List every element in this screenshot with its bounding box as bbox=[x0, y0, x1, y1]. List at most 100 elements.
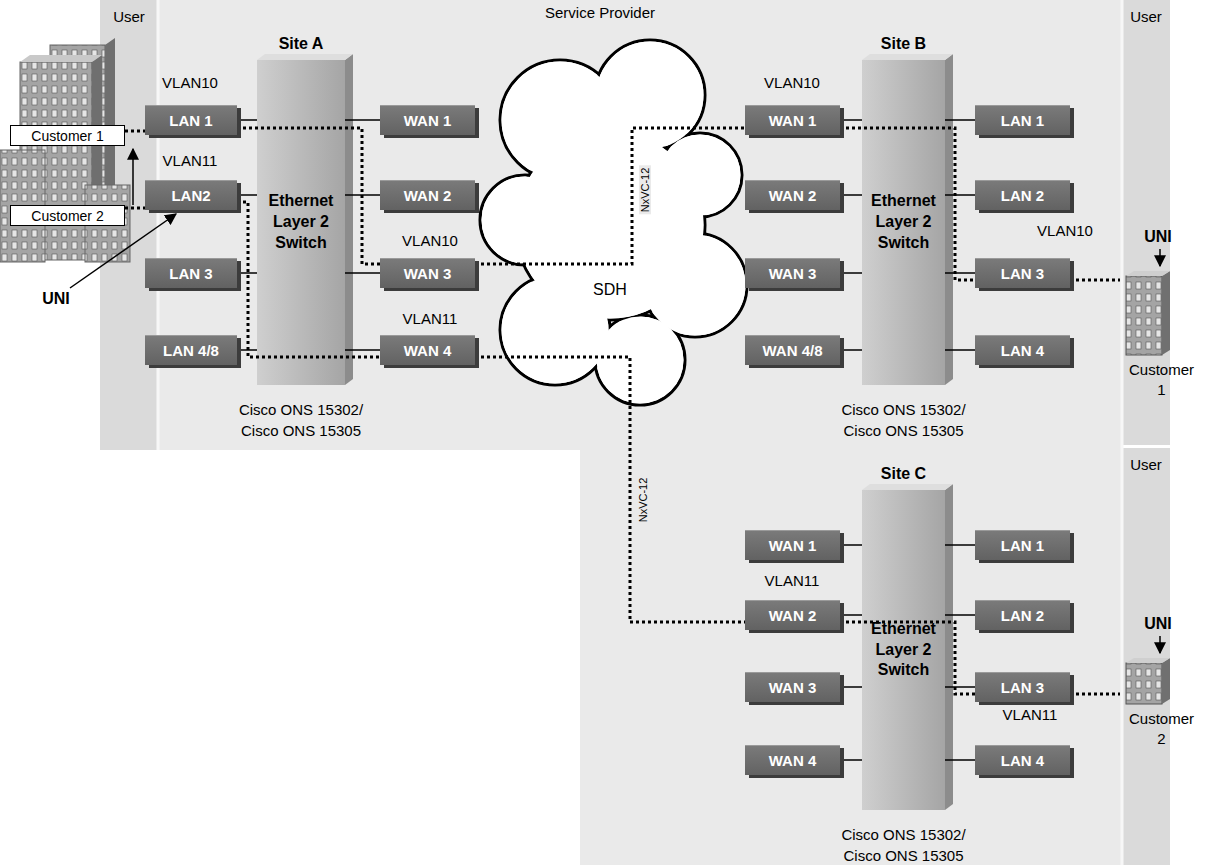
port-link bbox=[945, 544, 975, 546]
port-box: LAN2 bbox=[145, 180, 237, 210]
port-box: WAN 4 bbox=[745, 745, 840, 775]
vlan-label: VLAN11 bbox=[1003, 706, 1058, 723]
port-label: WAN 4/8 bbox=[762, 342, 822, 359]
model-caption: Cisco ONS 15302/ Cisco ONS 15305 bbox=[831, 399, 976, 441]
port-label: LAN2 bbox=[171, 187, 210, 204]
uni-label: UNI bbox=[42, 290, 70, 308]
port-link bbox=[945, 759, 975, 761]
port-link bbox=[945, 194, 975, 196]
port-box: LAN 2 bbox=[975, 600, 1070, 630]
vlan-label: VLAN10 bbox=[162, 74, 218, 91]
port-box: WAN 2 bbox=[745, 600, 840, 630]
port-box: WAN 2 bbox=[745, 180, 840, 210]
port-link bbox=[345, 119, 380, 121]
port-box: LAN 4 bbox=[975, 745, 1070, 775]
port-label: LAN 1 bbox=[1001, 112, 1044, 129]
port-box: WAN 3 bbox=[745, 672, 840, 702]
sdh-cloud bbox=[480, 40, 747, 405]
building-icon bbox=[1124, 268, 1174, 356]
port-box: LAN 4 bbox=[975, 335, 1070, 365]
uni-label: UNI bbox=[1144, 228, 1172, 246]
port-label: WAN 4 bbox=[769, 752, 817, 769]
service-path bbox=[475, 357, 745, 622]
region-band: Service ProviderSite AEthernet Layer 2 S… bbox=[158, 0, 1122, 450]
region-band: UserCustomer 1 bbox=[1122, 0, 1170, 445]
port-label: WAN 1 bbox=[404, 112, 452, 129]
band-label: User bbox=[113, 8, 145, 25]
service-path bbox=[1070, 279, 1120, 282]
port-box: WAN 1 bbox=[745, 530, 840, 560]
port-box: LAN 3 bbox=[975, 258, 1070, 288]
uni-pointers bbox=[70, 149, 1160, 653]
vlan-label: VLAN11 bbox=[403, 310, 458, 327]
model-caption: Cisco ONS 15302/ Cisco ONS 15305 bbox=[229, 399, 374, 441]
band-label: User bbox=[1130, 8, 1162, 25]
service-path bbox=[125, 207, 145, 210]
port-link bbox=[345, 349, 380, 351]
customer-label: Customer 1 bbox=[31, 128, 103, 144]
port-link bbox=[840, 272, 862, 274]
port-label: LAN 3 bbox=[169, 265, 212, 282]
port-link bbox=[945, 614, 975, 616]
port-link bbox=[840, 686, 862, 688]
port-box: WAN 4 bbox=[380, 335, 475, 365]
switch-box: Site CEthernet Layer 2 SwitchCisco ONS 1… bbox=[862, 490, 945, 810]
port-box: WAN 3 bbox=[380, 258, 475, 288]
port-box: LAN 1 bbox=[975, 530, 1070, 560]
port-box: LAN 3 bbox=[145, 258, 237, 288]
switch-box: Site BEthernet Layer 2 SwitchCisco ONS 1… bbox=[862, 60, 945, 385]
port-box: LAN 2 bbox=[975, 180, 1070, 210]
port-label: WAN 3 bbox=[769, 679, 817, 696]
office-buildings bbox=[0, 38, 130, 262]
port-box: WAN 1 bbox=[745, 105, 840, 135]
band-label: User bbox=[1130, 456, 1162, 473]
port-label: WAN 1 bbox=[769, 112, 817, 129]
customer-building: Customer 2 bbox=[1120, 655, 1203, 748]
port-label: LAN 3 bbox=[1001, 679, 1044, 696]
port-label: WAN 2 bbox=[404, 187, 452, 204]
port-label: LAN 3 bbox=[1001, 265, 1044, 282]
port-label: WAN 2 bbox=[769, 607, 817, 624]
port-label: LAN 4 bbox=[1001, 752, 1044, 769]
edge-label: NxVC-12 bbox=[639, 166, 651, 215]
port-box: LAN 1 bbox=[145, 105, 237, 135]
port-box: LAN 1 bbox=[975, 105, 1070, 135]
customer-label: Customer 2 bbox=[31, 208, 103, 224]
vlan-label: VLAN11 bbox=[765, 572, 820, 589]
port-label: LAN 1 bbox=[1001, 537, 1044, 554]
provider-region bbox=[158, 0, 1122, 450]
port-label: WAN 4 bbox=[404, 342, 452, 359]
service-path bbox=[125, 130, 145, 133]
port-label: WAN 3 bbox=[404, 265, 452, 282]
port-box: WAN 4/8 bbox=[745, 335, 840, 365]
vlan-label: VLAN10 bbox=[402, 232, 458, 249]
port-label: LAN 4 bbox=[1001, 342, 1044, 359]
user-strip bbox=[1122, 0, 1170, 445]
edge-label: NxVC-12 bbox=[637, 476, 649, 525]
port-label: WAN 3 bbox=[769, 265, 817, 282]
port-box: WAN 3 bbox=[745, 258, 840, 288]
port-link bbox=[345, 272, 380, 274]
port-link bbox=[945, 686, 975, 688]
port-label: WAN 1 bbox=[769, 537, 817, 554]
port-link bbox=[945, 272, 975, 274]
site-label: Site C bbox=[881, 465, 926, 483]
port-box: WAN 1 bbox=[380, 105, 475, 135]
port-link bbox=[945, 349, 975, 351]
port-label: LAN 2 bbox=[1001, 607, 1044, 624]
building-icon bbox=[1124, 655, 1174, 705]
port-link bbox=[840, 544, 862, 546]
user-strip bbox=[1122, 448, 1170, 865]
port-link bbox=[237, 194, 257, 196]
band-label: Service Provider bbox=[545, 4, 655, 21]
port-link bbox=[840, 119, 862, 121]
service-path bbox=[1070, 693, 1120, 696]
port-link bbox=[237, 272, 257, 274]
port-label: WAN 2 bbox=[769, 187, 817, 204]
port-label: LAN 4/8 bbox=[163, 342, 219, 359]
customer-box: Customer 2 bbox=[10, 205, 125, 226]
customer-box: Customer 1 bbox=[10, 125, 125, 146]
service-path bbox=[475, 128, 745, 264]
port-link bbox=[840, 614, 862, 616]
port-link bbox=[840, 194, 862, 196]
